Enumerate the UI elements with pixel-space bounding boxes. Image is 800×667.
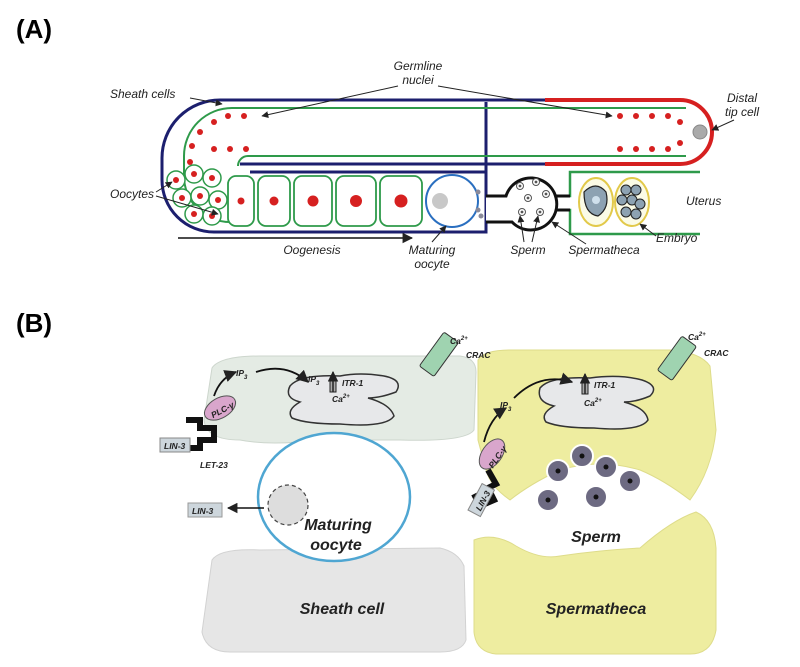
lin3-secreted	[187, 502, 223, 518]
label-ip3-right: IP3	[500, 400, 512, 413]
label-sperm-a: Sperm	[510, 243, 545, 257]
label-maturing-b-1: Maturing	[304, 517, 372, 534]
germline-tube-inner	[237, 155, 686, 167]
label-germline-1: Germline	[394, 59, 443, 73]
panel-a-letter: (A)	[16, 14, 52, 44]
label-uterus: Uterus	[686, 194, 721, 208]
oocyte-nucleus	[267, 484, 309, 526]
label-itr1-left: ITR-1	[342, 378, 364, 388]
distal-tip-cell	[692, 124, 708, 140]
spermatheca-bottom	[473, 511, 717, 655]
label-maturing-1: Maturing	[409, 243, 456, 257]
lin3-ligand-right	[467, 482, 496, 518]
ip3-arrow-right	[483, 407, 508, 443]
lin3-ligand-left	[159, 437, 191, 453]
gonad-diagram	[160, 98, 714, 236]
label-oocytes: Oocytes	[110, 187, 154, 201]
panel-b-letter: (B)	[16, 308, 52, 338]
label-let23: LET-23	[200, 460, 228, 470]
let23-receptor-left	[186, 417, 217, 451]
sheath-cell-bottom	[201, 547, 467, 653]
oocyte-row	[227, 175, 423, 227]
label-spermatheca-b: Spermatheca	[546, 601, 647, 618]
crac-channel-right	[657, 336, 697, 381]
label-ip3-left-a: IP3	[236, 368, 248, 381]
maturing-oocyte-b	[256, 431, 412, 563]
ip3-arrow-left-1	[213, 370, 238, 397]
label-ip3-left-b: IP3	[308, 374, 320, 387]
label-itr1-right: ITR-1	[594, 380, 616, 390]
label-distal-1: Distal	[727, 91, 757, 105]
er-left	[287, 373, 399, 426]
label-oogenesis: Oogenesis	[283, 243, 340, 257]
label-embryo: Embryo	[656, 231, 698, 245]
maturing-oocyte-a	[425, 174, 479, 228]
ip3-arrow-right-2	[513, 372, 574, 399]
crac-channel-left	[419, 332, 459, 377]
label-ca-er-left: Ca2+	[332, 394, 350, 404]
label-sheath-cells: Sheath cells	[110, 87, 175, 101]
label-distal-2: tip cell	[725, 105, 759, 119]
label-ca-left: Ca2+	[450, 336, 468, 346]
label-ca-right: Ca2+	[688, 332, 706, 342]
label-sheath-cell: Sheath cell	[300, 601, 385, 618]
label-spermatheca-a: Spermatheca	[568, 243, 640, 257]
label-lin3-left: LIN-3	[164, 441, 186, 451]
label-sperm-b: Sperm	[571, 529, 621, 546]
label-lin3-secreted: LIN-3	[192, 506, 214, 516]
label-maturing-2: oocyte	[414, 257, 450, 271]
label-maturing-b-2: oocyte	[310, 537, 362, 554]
plc-gamma-left	[203, 395, 237, 421]
plc-gamma-right	[478, 438, 506, 470]
label-crac-left: CRAC	[466, 350, 491, 360]
label-crac-right: CRAC	[704, 348, 729, 358]
label-ca-er-right: Ca2+	[584, 398, 602, 408]
label-germline-2: nuclei	[402, 73, 434, 87]
er-right	[538, 375, 655, 430]
distal-sheath-red	[545, 98, 714, 166]
germline-nuclei-top	[187, 113, 683, 165]
sheath-outline	[160, 98, 545, 234]
ip3-arrow-left-2	[255, 367, 309, 383]
